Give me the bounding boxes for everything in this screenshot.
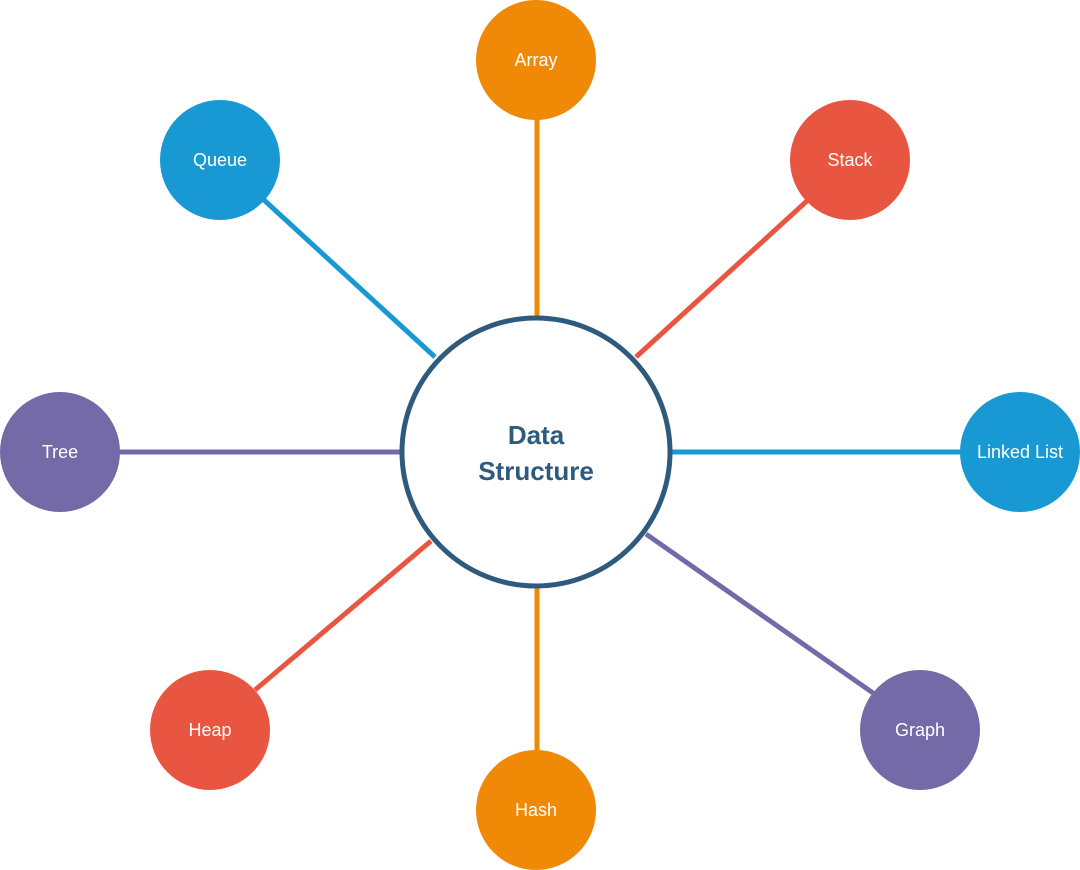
connector-graph	[644, 531, 875, 696]
center-node-circle	[399, 315, 673, 589]
node-heap-label: Heap	[188, 720, 231, 740]
center-label-line2: Structure	[478, 456, 594, 486]
node-heap[interactable]: Heap	[150, 670, 270, 790]
node-graph-label: Graph	[895, 720, 945, 740]
node-tree-label: Tree	[42, 442, 78, 462]
node-linked-list-circle	[960, 392, 1080, 512]
node-array-circle	[476, 0, 596, 120]
node-tree-circle	[0, 392, 120, 512]
connector-queue	[262, 198, 437, 359]
node-array[interactable]: Array	[476, 0, 596, 120]
node-hash-label: Hash	[515, 800, 557, 820]
center-node[interactable]: Data Structure	[399, 315, 673, 589]
connector-stack	[634, 198, 810, 359]
node-hash[interactable]: Hash	[476, 750, 596, 870]
node-heap-circle	[150, 670, 270, 790]
node-linked-list-label: Linked List	[977, 442, 1063, 462]
center-label-line1: Data	[508, 420, 565, 450]
node-hash-circle	[476, 750, 596, 870]
connector-heap	[253, 539, 433, 692]
node-stack-label: Stack	[827, 150, 873, 170]
node-graph[interactable]: Graph	[860, 670, 980, 790]
node-queue-circle	[160, 100, 280, 220]
connectors	[118, 118, 962, 752]
node-linked-list[interactable]: Linked List	[960, 392, 1080, 512]
node-stack[interactable]: Stack	[790, 100, 910, 220]
node-queue[interactable]: Queue	[160, 100, 280, 220]
node-tree[interactable]: Tree	[0, 392, 120, 512]
node-graph-circle	[860, 670, 980, 790]
node-array-label: Array	[514, 50, 557, 70]
node-queue-label: Queue	[193, 150, 247, 170]
node-stack-circle	[790, 100, 910, 220]
